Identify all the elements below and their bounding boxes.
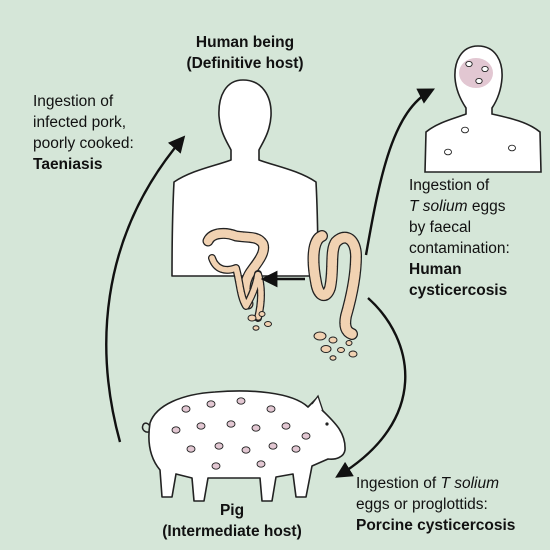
taeniasis-caption: Ingestion of infected pork, poorly cooke… <box>33 91 134 175</box>
human-title-line2: (Definitive host) <box>186 55 304 72</box>
human-cyst-line3: by faecal <box>409 219 472 236</box>
worm-to-pig-arrow <box>335 297 407 478</box>
human-cyst-term-line2: cysticercosis <box>409 282 508 299</box>
porcine-line2: eggs or proglottids: <box>356 496 488 513</box>
pig-title-line2: (Intermediate host) <box>162 523 302 540</box>
human-torso-icon <box>424 45 542 173</box>
human-cyst-line1: Ingestion of <box>409 177 490 194</box>
taeniasis-term: Taeniasis <box>33 156 103 173</box>
arrows <box>105 88 435 478</box>
porcine-cysticercosis-caption: Ingestion of T solium eggs or proglottid… <box>356 473 515 536</box>
tapeworm-icon <box>202 227 362 340</box>
pig-silhouette-icon <box>141 390 346 502</box>
taeniasis-line3: poorly cooked: <box>33 135 134 152</box>
pig-to-human-arrow <box>105 135 186 443</box>
human-cyst-line2: T solium eggs <box>409 196 510 217</box>
pig-host-title: Pig (Intermediate host) <box>143 500 321 542</box>
human-cyst-line4: contamination: <box>409 240 510 257</box>
species-name: T solium <box>440 475 500 492</box>
human-silhouette-icon <box>171 79 319 277</box>
human-to-torso-arrow <box>364 88 435 256</box>
porcine-line1-start: Ingestion of <box>356 475 441 492</box>
human-cyst-term-line1: Human <box>409 261 462 278</box>
species-name: T solium <box>409 198 468 215</box>
taeniasis-line1: Ingestion of <box>33 93 114 110</box>
porcine-line1: Ingestion of T solium <box>356 473 515 494</box>
human-host-title: Human being (Definitive host) <box>156 32 334 74</box>
human-cysticercosis-caption: Ingestion of T solium eggs by faecal con… <box>409 175 510 301</box>
pig-title-line1: Pig <box>219 502 245 519</box>
egg-cluster-icon <box>247 311 358 361</box>
taeniasis-line2: infected pork, <box>33 114 127 131</box>
porcine-term: Porcine cysticercosis <box>356 517 516 534</box>
human-title-line1: Human being <box>195 34 295 51</box>
human-cyst-line2-rest: eggs <box>467 198 506 215</box>
